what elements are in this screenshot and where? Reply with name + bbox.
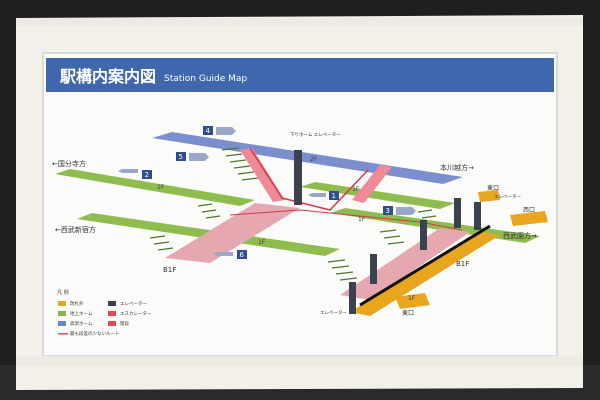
track-number-1: 1 <box>332 192 336 200</box>
legend-label: エスカレーター <box>120 310 152 317</box>
elevator-label-top: 下りホーム エレベーター <box>290 131 341 138</box>
direction-kokubunji: ←国分寺方 <box>52 159 86 168</box>
elevator-column-lower <box>370 254 377 284</box>
elevator-label-top-text: 下りホーム エレベーター <box>290 131 341 138</box>
title-japanese: 駅構内案内図 <box>59 67 156 86</box>
direction-seibu-shinjuku: ←西武新宿方 <box>55 225 96 234</box>
title-banner <box>46 58 554 92</box>
track-number-3: 3 <box>386 207 390 215</box>
exit-east-upper: 東口 <box>487 184 499 192</box>
track-number-2: 2 <box>145 171 149 179</box>
legend-label: 最も段差の少ないルート <box>70 330 120 337</box>
legend-swatch <box>58 321 66 326</box>
ground-platform-right <box>300 182 455 209</box>
elevator-column-right-a <box>454 198 461 228</box>
legend-label: 階段 <box>120 320 129 327</box>
stairs-group <box>149 147 437 281</box>
legend-swatch <box>58 311 66 316</box>
floor-1f-label-b: 1F <box>352 186 360 193</box>
floor-b1f-right: B1F <box>456 260 469 268</box>
east-exit-area <box>395 293 430 309</box>
west-exit-area <box>510 211 548 226</box>
legend-label: エレベーター <box>120 300 147 307</box>
elevator-column-right-b <box>474 202 481 230</box>
escalator-left <box>240 148 285 202</box>
underground-concourse <box>165 203 300 263</box>
ground-platform-upper <box>55 169 255 206</box>
east-concourse <box>350 232 500 316</box>
track-arrow-1 <box>308 193 326 197</box>
track-arrow-5 <box>189 153 209 161</box>
track-number-5: 5 <box>179 153 183 161</box>
floor-1f-label-d: 1F <box>358 216 366 223</box>
concourse-edge <box>359 224 491 307</box>
legend-swatch <box>58 301 66 306</box>
floor-1f-label-c: 1F <box>258 239 266 246</box>
floor-b1f-left: B1F <box>163 266 176 274</box>
exit-west: 西口 <box>523 207 535 214</box>
elevator-column-bottom <box>349 282 356 314</box>
title-english: Station Guide Map <box>164 74 247 84</box>
east-upper-exit-area <box>478 190 500 202</box>
escalator-right <box>352 165 392 203</box>
track-number-6: 6 <box>240 251 245 259</box>
track-number-4: 4 <box>206 127 211 135</box>
tape-bottom <box>16 356 583 366</box>
legend-swatch <box>58 333 68 335</box>
track-badge-5 <box>176 152 186 161</box>
track-arrow-6 <box>213 252 233 256</box>
track-arrow-4 <box>216 127 236 135</box>
track-badge-4 <box>203 126 213 135</box>
exit-east-lower: 東口 <box>402 309 414 317</box>
accessible-route-line-lower <box>229 209 463 231</box>
elevator-column-mid <box>420 220 427 250</box>
legend-swatch <box>108 311 116 316</box>
direction-seibu-en: 西武園方→ <box>503 231 537 240</box>
legend-swatch <box>108 301 116 306</box>
legend-label: 高架ホーム <box>70 320 93 327</box>
legend-label: 地上ホーム <box>70 310 93 317</box>
track-arrow-3 <box>396 207 416 215</box>
legend-label: 改札外 <box>70 300 84 307</box>
elevator-label-left: エレベーター <box>320 309 347 316</box>
legend-swatch <box>108 321 116 326</box>
accessible-route-line <box>249 147 369 211</box>
elevator-label-right: エレベーター <box>494 193 521 200</box>
track-badge-3 <box>383 206 393 215</box>
legend-title: 凡 例 <box>57 289 69 296</box>
floor-1f-label-e: 1F <box>408 295 416 302</box>
track-arrow-2 <box>118 169 138 173</box>
floor-1f-label-a: 1F <box>157 184 165 191</box>
track-badge-2 <box>142 170 152 179</box>
floor-2f-label: 2F <box>310 156 318 163</box>
track-badge-6 <box>237 250 247 259</box>
tape-top <box>16 18 583 26</box>
direction-kogawa: 本川越方→ <box>440 163 474 172</box>
elevator-column-center <box>294 150 302 205</box>
track-badge-1 <box>329 191 339 200</box>
